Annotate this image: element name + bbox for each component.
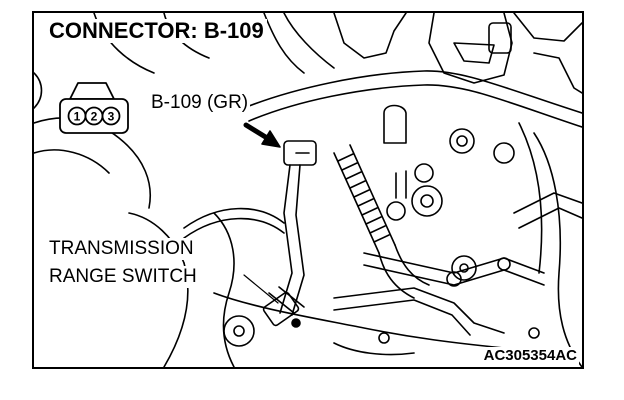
part-label-line2: RANGE SWITCH [49, 266, 197, 288]
left-engine-outline [34, 13, 235, 367]
bolts-and-studs [383, 104, 515, 281]
connector-face-icon: 1 2 3 [59, 82, 129, 134]
connector-title: CONNECTOR: B-109 [46, 19, 267, 43]
transmission-housing [213, 122, 582, 367]
part-label-line1: TRANSMISSION [49, 238, 194, 260]
connector-and-wiring [183, 140, 317, 327]
upper-engine-components [263, 13, 582, 94]
corrugated-tube [333, 144, 430, 299]
upper-hose [243, 70, 582, 128]
part-leader-line [243, 274, 279, 304]
connector-label: B-109 (GR) [149, 92, 251, 113]
diagram-frame: 1 2 3 CONNECTOR: B-109 B-109 (GR) TRANSM… [32, 11, 584, 369]
linkage-rods [333, 192, 582, 336]
engine-illustration: 1 2 3 [34, 13, 582, 367]
pin-1: 1 [74, 110, 81, 124]
pin-2: 2 [91, 110, 98, 124]
pointer-arrow [243, 122, 281, 148]
pin-3: 3 [108, 110, 115, 124]
figure-id: AC305354AC [481, 347, 579, 365]
